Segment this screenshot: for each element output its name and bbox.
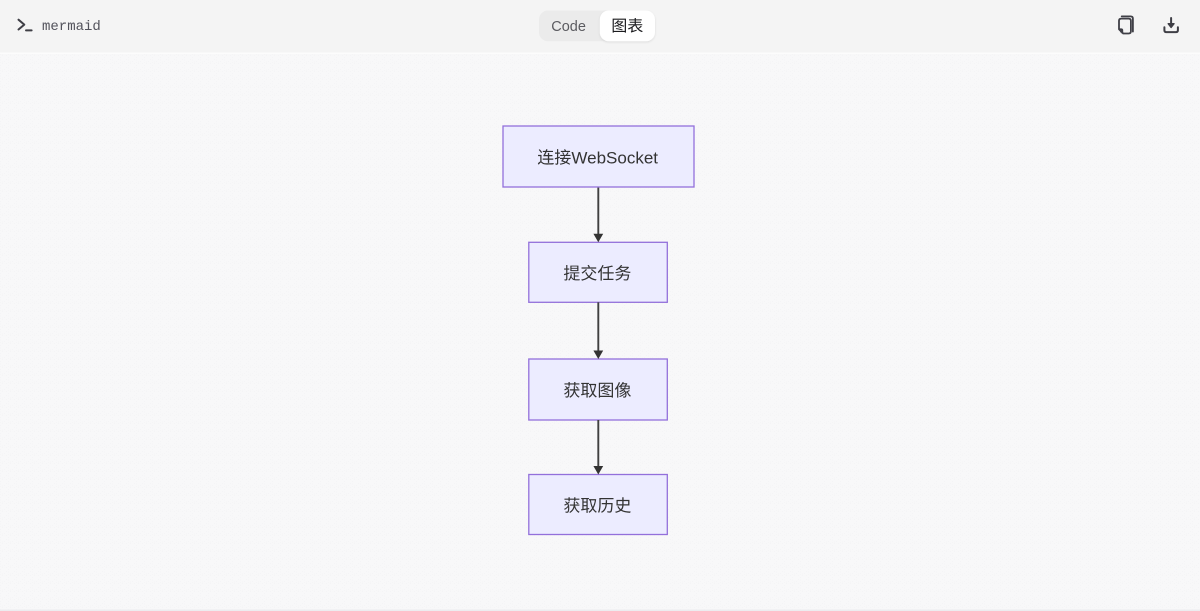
svg-text:mermaid: mermaid <box>42 19 101 35</box>
svg-text:Code: Code <box>551 19 586 35</box>
svg-text:WebSocket: WebSocket <box>571 148 658 167</box>
